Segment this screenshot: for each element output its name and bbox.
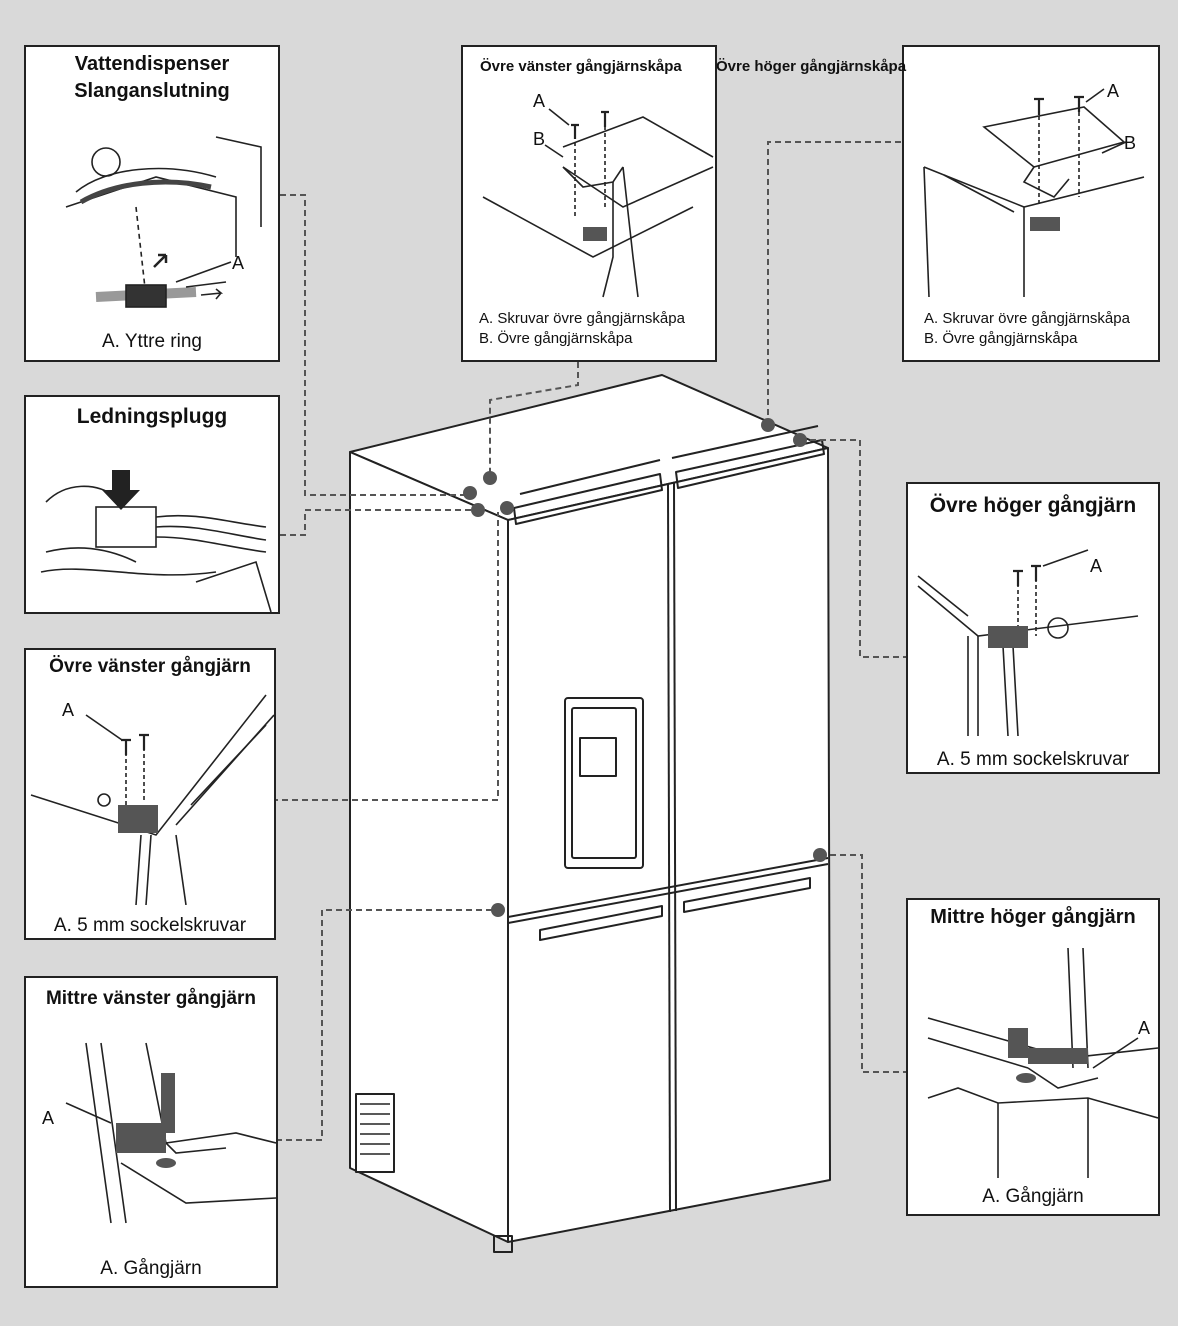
panel-water-dispenser: Vattendispenser Slanganslutning A A. Ytt… xyxy=(24,45,280,362)
callout-a: A xyxy=(1090,556,1103,576)
callout-a: A xyxy=(62,700,75,720)
panel-power-plug: Ledningsplugg xyxy=(24,395,280,614)
callout-a: A xyxy=(1107,81,1120,101)
middle-left-hinge-illustration xyxy=(65,1042,276,1224)
panel-caption: A. Yttre ring xyxy=(102,331,202,352)
top-left-cover-title: Övre vänster gångjärnskåpa xyxy=(480,58,682,75)
panel-caption: A. Gångjärn xyxy=(100,1258,202,1279)
callout-a: A xyxy=(42,1108,55,1128)
panel-caption: A. Gångjärn xyxy=(982,1186,1084,1207)
panel-title: Vattendispenser Slanganslutning xyxy=(74,53,230,102)
power-plug-illustration xyxy=(40,470,272,612)
panel-caption: A. Skruvar övre gångjärnskåpa B. Övre gå… xyxy=(479,310,685,347)
panel-top-right-hinge: Övre höger gångjärn A A. 5 mm sockelskru… xyxy=(906,482,1160,774)
panel-title: Mittre vänster gångjärn xyxy=(45,988,257,1009)
callout-b: B xyxy=(1124,133,1137,153)
top-left-cover-illustration xyxy=(482,108,714,298)
panel-title: Övre vänster gångjärn xyxy=(49,656,251,677)
top-right-hinge-illustration xyxy=(917,549,1139,736)
water-dispenser xyxy=(564,697,644,869)
panel-caption: A. 5 mm sockelskruvar xyxy=(936,749,1130,770)
panel-title: Övre höger gångjärn xyxy=(929,494,1137,517)
middle-right-hinge-illustration xyxy=(927,947,1158,1178)
top-left-hinge-illustration xyxy=(30,694,274,905)
callout-a: A xyxy=(533,91,546,111)
top-right-cover-title: Övre höger gångjärnskåpa xyxy=(716,58,907,75)
vent-grille xyxy=(355,1093,395,1173)
callout-b: B xyxy=(533,129,546,149)
panel-top-left-hinge-cover: A B A. Skruvar övre gångjärnskåpa B. Övr… xyxy=(461,45,717,362)
panel-middle-left-hinge: Mittre vänster gångjärn A A. Gångjärn xyxy=(24,976,278,1288)
panel-title: Mittre höger gångjärn xyxy=(930,906,1136,928)
panel-middle-right-hinge: Mittre höger gångjärn A A. Gångjärn xyxy=(906,898,1160,1216)
water-hose-illustration xyxy=(65,136,262,308)
panel-top-right-hinge-cover: A B A. Skruvar övre gångjärnskåpa B. Övr… xyxy=(902,45,1160,362)
top-right-cover-illustration xyxy=(923,88,1145,298)
panel-top-left-hinge: Övre vänster gångjärn A A. 5 mm sockelsk… xyxy=(24,648,276,940)
callout-a: A xyxy=(232,253,245,273)
panel-title: Ledningsplugg xyxy=(76,405,228,428)
panel-caption: A. 5 mm sockelskruvar xyxy=(53,915,247,936)
panel-caption: A. Skruvar övre gångjärnskåpa B. Övre gå… xyxy=(924,310,1130,347)
callout-a: A xyxy=(1138,1018,1151,1038)
